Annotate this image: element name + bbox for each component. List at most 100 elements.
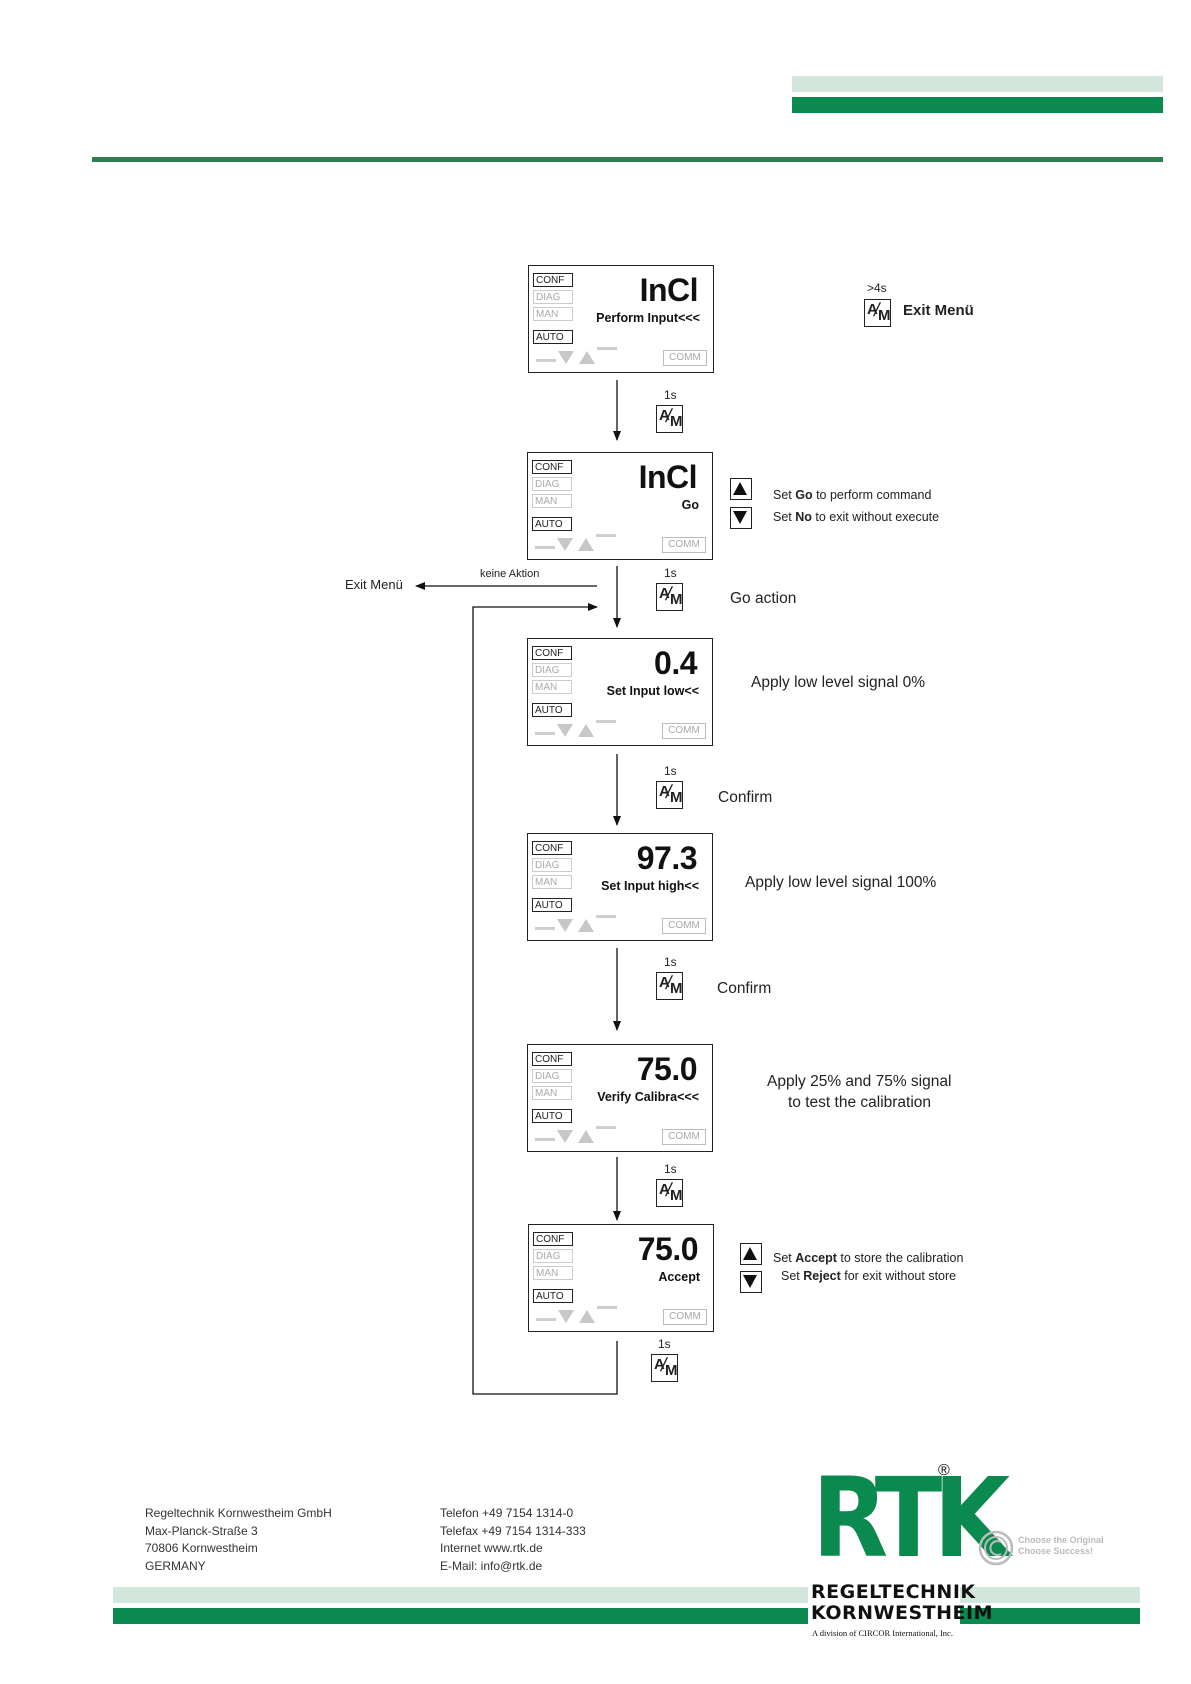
down-arrow-icon — [557, 538, 573, 551]
display-subtitle: Set Input high<< — [601, 879, 699, 893]
mode-man: MAN — [533, 1266, 573, 1280]
display-value: 75.0 — [637, 1231, 699, 1267]
accept-note-line1: Set Accept to store the calibration — [773, 1251, 964, 1265]
keine-aktion-label: keine Aktion — [480, 568, 540, 580]
down-button[interactable] — [730, 507, 752, 529]
am-a-letter: A — [659, 585, 670, 602]
up-arrow-icon — [578, 1130, 594, 1143]
rtk-letters: RTK — [812, 1454, 1010, 1582]
address-line: Max-Planck-Straße 3 — [145, 1523, 258, 1538]
am-button-step3[interactable]: A/M — [656, 781, 683, 809]
exit-menu-label: Exit Menü — [903, 302, 974, 319]
mode-man: MAN — [532, 1086, 572, 1100]
up-arrow-icon — [579, 1310, 595, 1323]
go-note-line2: Set No to exit without execute — [773, 510, 940, 524]
mode-auto: AUTO — [532, 703, 572, 717]
mode-diag: DIAG — [532, 477, 572, 491]
dash-right — [596, 720, 616, 723]
up-triangle-icon — [743, 1247, 757, 1260]
am-m-letter: M — [670, 591, 683, 608]
am-m-letter: M — [670, 413, 683, 430]
footer-light-bar — [113, 1587, 1140, 1603]
mode-diag: DIAG — [533, 290, 573, 304]
mode-conf: CONF — [532, 460, 572, 474]
dash-left — [536, 359, 556, 362]
am-button-step4[interactable]: A/M — [656, 972, 683, 1000]
mode-auto: AUTO — [533, 1289, 573, 1303]
down-arrow-icon — [557, 919, 573, 932]
mode-conf: CONF — [532, 1052, 572, 1066]
contact-line: Telefax +49 7154 1314-333 — [440, 1523, 586, 1538]
up-triangle-icon — [733, 482, 747, 495]
mode-man: MAN — [533, 307, 573, 321]
dash-left — [535, 1138, 555, 1141]
comm-indicator: COMM — [663, 1309, 707, 1325]
dash-left — [536, 1318, 556, 1321]
header-green-bar — [792, 97, 1163, 113]
display-panel-3: CONF DIAG MAN AUTO 0.4 Set Input low<< C… — [527, 638, 713, 746]
mode-auto: AUTO — [532, 898, 572, 912]
dash-right — [597, 347, 617, 350]
up-arrow-icon — [579, 351, 595, 364]
display-value: 97.3 — [636, 840, 698, 876]
down-arrow-icon — [557, 724, 573, 737]
down-arrow-icon — [557, 1130, 573, 1143]
company-name-line2: KORNWESTHEIM — [811, 1602, 993, 1624]
confirm-label-2: Confirm — [717, 980, 772, 997]
address-line: Regeltechnik Kornwestheim GmbH — [145, 1506, 332, 1520]
contact-line: E-Mail: info@rtk.de — [440, 1558, 543, 1573]
am-button-step6[interactable]: A/M — [651, 1354, 678, 1382]
am-a-letter: A — [659, 974, 670, 991]
slogan-line2: Choose Success! — [1018, 1546, 1094, 1556]
down-arrow-icon — [558, 351, 574, 364]
confirm-label-1: Confirm — [718, 789, 773, 806]
display-panel-5: CONF DIAG MAN AUTO 75.0 Verify Calibra<<… — [527, 1044, 713, 1152]
am-button-step2[interactable]: A/M — [656, 583, 683, 611]
company-name-line1: REGELTECHNIK — [811, 1581, 976, 1603]
am-a-letter: A — [659, 407, 670, 424]
footer-contact: Telefon +49 7154 1314-0 Telefax +49 7154… — [440, 1505, 586, 1575]
up-arrow-icon — [578, 724, 594, 737]
header-light-bar — [792, 76, 1163, 92]
contact-line: Internet www.rtk.de — [440, 1541, 543, 1555]
am-button-step5[interactable]: A/M — [656, 1179, 683, 1207]
address-line: GERMANY — [145, 1558, 206, 1573]
dash-right — [596, 1126, 616, 1129]
dash-left — [535, 546, 555, 549]
am-a-letter: A — [659, 783, 670, 800]
am-m-letter: M — [878, 307, 891, 324]
footer-address: Regeltechnik Kornwestheim GmbH Max-Planc… — [145, 1505, 332, 1575]
comm-indicator: COMM — [662, 1129, 706, 1145]
am-m-letter: M — [665, 1362, 678, 1379]
am-m-letter: M — [670, 1187, 683, 1204]
display-value: InCl — [639, 272, 699, 308]
down-button[interactable] — [740, 1271, 762, 1293]
mode-conf: CONF — [533, 273, 573, 287]
comm-indicator: COMM — [662, 537, 706, 553]
dash-right — [596, 534, 616, 537]
mode-diag: DIAG — [533, 1249, 573, 1263]
rtk-logo: RTK ® REGELTECHNIK KORNWESTHEIM A divisi… — [808, 1462, 1010, 1638]
mode-diag: DIAG — [532, 858, 572, 872]
up-button[interactable] — [740, 1243, 762, 1265]
display-subtitle: Set Input low<< — [606, 684, 699, 698]
loop-back-line — [472, 603, 618, 1395]
comm-indicator: COMM — [662, 723, 706, 739]
am-a-letter: A — [654, 1356, 665, 1373]
display-value: 0.4 — [654, 645, 697, 681]
mode-man: MAN — [532, 680, 572, 694]
contact-line: Telefon +49 7154 1314-0 — [440, 1506, 574, 1520]
display-subtitle: Verify Calibra<<< — [597, 1090, 699, 1104]
registered-mark: ® — [938, 1462, 950, 1479]
exit-hold-time: >4s — [867, 281, 887, 295]
step1-time: 1s — [664, 388, 677, 402]
address-line: 70806 Kornwestheim — [145, 1541, 258, 1555]
am-button-exit[interactable]: A/M — [864, 299, 891, 327]
step3-time: 1s — [664, 764, 677, 778]
am-button-step1[interactable]: A/M — [656, 405, 683, 433]
up-button[interactable] — [730, 478, 752, 500]
display-panel-6: CONF DIAG MAN AUTO 75.0 Accept COMM — [528, 1224, 714, 1332]
comm-indicator: COMM — [663, 350, 707, 366]
step4-time: 1s — [664, 955, 677, 969]
